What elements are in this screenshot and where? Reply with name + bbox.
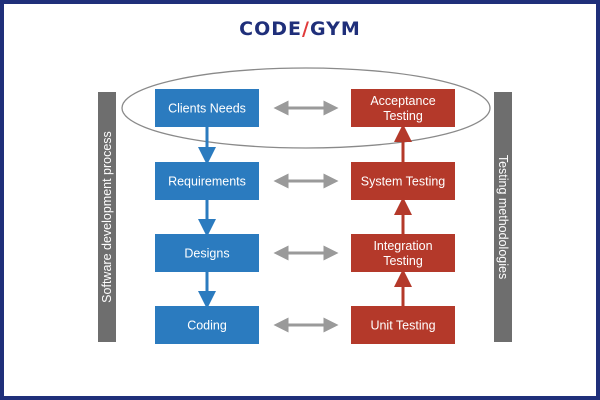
left-side-bar-bg: [98, 92, 116, 342]
logo-separator: /: [302, 18, 310, 40]
development-box-bg: [155, 306, 259, 344]
development-box-0: Clients Needs: [155, 89, 259, 127]
left-side-bar: Software development process: [98, 92, 116, 342]
testing-box-bg: [351, 306, 455, 344]
testing-box-label: Unit Testing: [370, 319, 435, 333]
codegym-logo: CODE/GYM: [0, 18, 600, 40]
development-box-label: Coding: [187, 319, 227, 333]
top-row-highlight-ellipse: [121, 67, 491, 149]
development-box-label: Requirements: [168, 175, 246, 189]
development-box-1: Requirements: [155, 162, 259, 200]
testing-box-label: Acceptance: [370, 94, 435, 108]
testing-box-label: System Testing: [361, 175, 446, 189]
testing-box-bg: [351, 162, 455, 200]
development-box-bg: [155, 89, 259, 127]
right-side-bar: Testing methodologies: [494, 92, 512, 342]
testing-box-3: Unit Testing: [351, 306, 455, 344]
development-box-label: Clients Needs: [168, 102, 246, 116]
right-side-label: Testing methodologies: [496, 155, 510, 279]
testing-box-label: Testing: [383, 254, 423, 268]
development-box-bg: [155, 162, 259, 200]
development-box-label: Designs: [184, 247, 229, 261]
testing-box-label: Integration: [373, 239, 432, 253]
testing-box-label: Testing: [383, 109, 423, 123]
logo-text-left: CODE: [239, 18, 303, 40]
logo-text-right: GYM: [309, 18, 361, 40]
development-box-bg: [155, 234, 259, 272]
left-side-label: Software development process: [100, 131, 114, 303]
development-box-2: Designs: [155, 234, 259, 272]
arrows: [198, 100, 412, 333]
right-side-bar-bg: [494, 92, 512, 342]
development-box-3: Coding: [155, 306, 259, 344]
testing-box-1: System Testing: [351, 162, 455, 200]
testing-box-bg: [351, 89, 455, 127]
testing-box-bg: [351, 234, 455, 272]
